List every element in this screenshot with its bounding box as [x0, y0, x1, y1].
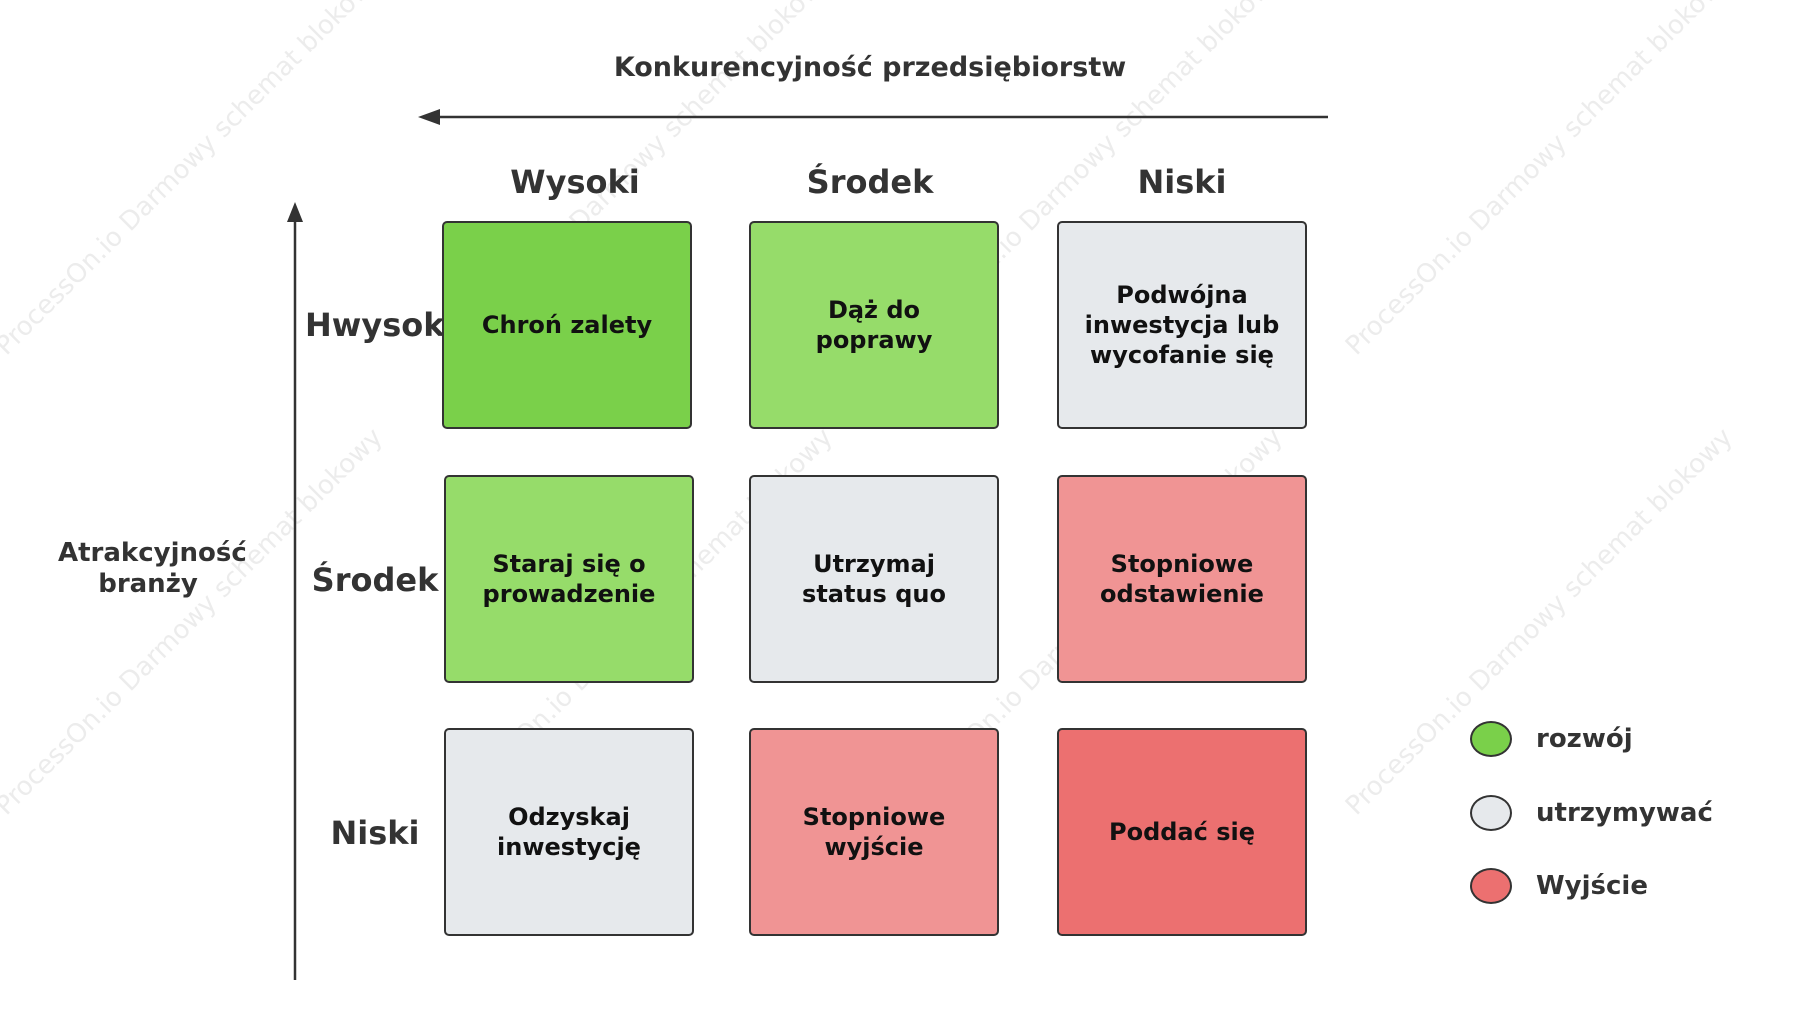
cell-medium-medium: Utrzymaj status quo	[749, 475, 999, 683]
legend-label: Wyjście	[1536, 871, 1648, 901]
cell-medium-high: Staraj się o prowadzenie	[444, 475, 694, 683]
cell-low-medium: Stopniowe wyjście	[749, 728, 999, 936]
cell-low-high: Odzyskaj inwestycję	[444, 728, 694, 936]
x-axis-title: Konkurencyjność przedsiębiorstw	[613, 52, 1127, 83]
row-header-niski: Niski	[330, 814, 420, 852]
column-header-wysoki: Wysoki	[510, 163, 640, 201]
legend-swatch-maintain	[1470, 795, 1512, 831]
legend-item-exit: Wyjście	[1470, 864, 1648, 908]
cell-high-medium: Dąż do poprawy	[749, 221, 999, 429]
legend-item-growth: rozwój	[1470, 717, 1633, 761]
row-header-srodek: Środek	[311, 561, 439, 599]
y-axis-title: Atrakcyjność branży	[58, 538, 247, 599]
legend-swatch-exit	[1470, 868, 1512, 904]
legend-item-maintain: utrzymywać	[1470, 791, 1713, 835]
cell-medium-low: Stopniowe odstawienie	[1057, 475, 1307, 683]
y-axis-arrowhead	[287, 202, 303, 222]
column-header-niski: Niski	[1137, 163, 1227, 201]
cell-high-low: Podwójna inwestycja lub wycofanie się	[1057, 221, 1307, 429]
legend-swatch-growth	[1470, 721, 1512, 757]
legend-label: rozwój	[1536, 724, 1633, 754]
legend-label: utrzymywać	[1536, 798, 1713, 828]
column-header-srodek: Środek	[806, 163, 934, 201]
cell-high-high: Chroń zalety	[442, 221, 692, 429]
cell-low-low: Poddać się	[1057, 728, 1307, 936]
row-header-hwysoki: Hwysoki	[305, 306, 456, 344]
x-axis-arrowhead	[418, 109, 440, 125]
